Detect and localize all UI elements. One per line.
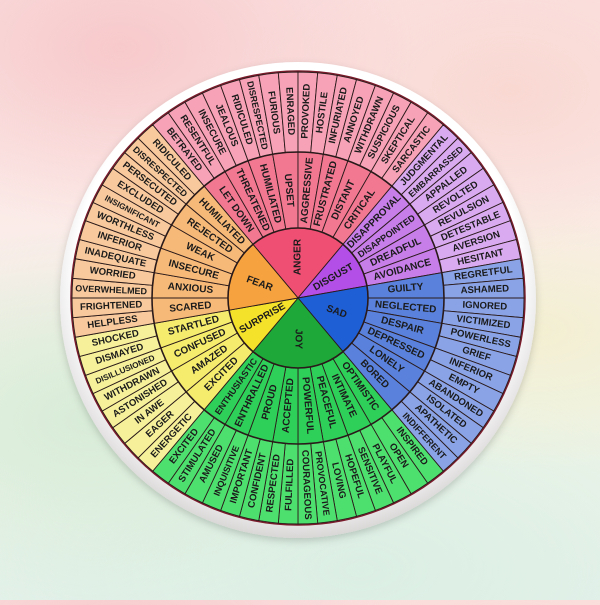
middle-label-joy: POWERFUL [299,377,315,435]
middle-label-sad: NEGLECTED [374,299,436,315]
outer-label-fear: OVERWHELMED [75,283,148,296]
middle-label-joy: ACCEPTED [281,378,297,434]
outer-label-anger: HOSTILE [314,91,330,134]
outer-label-anger: ENRAGED [283,87,296,135]
middle-label-anger: UPSET [282,173,296,207]
middle-label-fear: ANXIOUS [167,281,214,296]
outer-label-sad: IGNORED [462,300,507,313]
outer-label-sad: ASHAMED [460,283,509,296]
middle-label-fear: SCARED [169,300,212,315]
core-label-joy: JOY [293,329,304,349]
outer-label-fear: FRIGHTENED [80,299,143,313]
core-ring-outline [227,227,369,369]
middle-label-sad: GUILTY [387,282,424,296]
wheel-rim [70,70,526,526]
core-label-anger: ANGER [293,238,304,275]
outer-label-joy: COURAGEOUS [299,450,313,521]
middle-ring-outline [151,151,445,445]
outer-label-joy: FULFILLED [283,458,296,511]
outer-label-anger: PROVOKED [299,83,312,138]
